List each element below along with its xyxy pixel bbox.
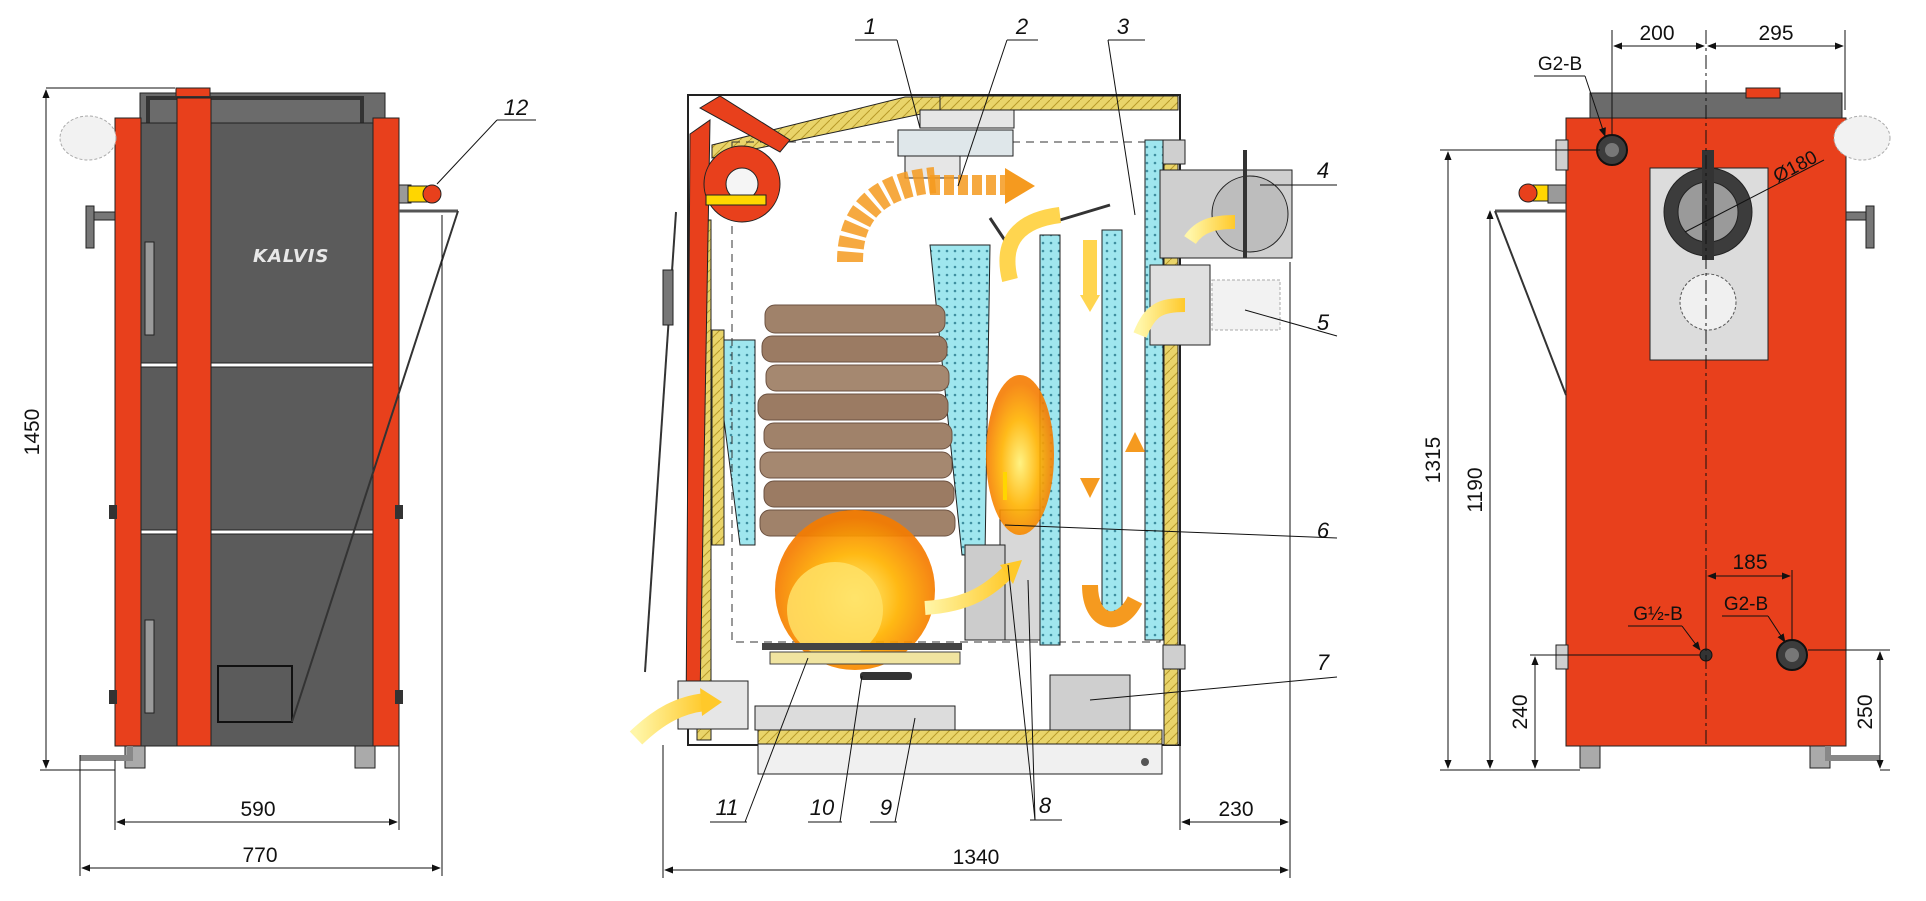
front-upper-door [140, 122, 374, 364]
grate [762, 643, 962, 650]
callout-9: 9 [880, 795, 892, 820]
front-middle-door [140, 366, 374, 531]
callout-2: 2 [1015, 14, 1028, 39]
front-red-stripe [176, 97, 212, 747]
rear-spacing-185: 185 [1732, 551, 1767, 574]
section-view: 1 2 3 4 5 6 7 8 9 10 [629, 14, 1338, 878]
section-callouts: 1 2 3 4 5 6 7 8 9 10 [710, 14, 1338, 823]
regulator-chain [291, 210, 459, 723]
top-damper-box [897, 129, 1014, 157]
front-upper-handle [144, 241, 155, 336]
section-depth-dim: 1340 [953, 846, 1000, 869]
rear-height-240: 240 [1509, 694, 1532, 729]
section-flue-depth-dim: 230 [1218, 798, 1253, 821]
front-lower-handle [144, 619, 155, 714]
callout-10: 10 [810, 795, 835, 820]
rear-height-250: 250 [1854, 694, 1877, 729]
primary-air-arrow [629, 693, 707, 745]
secondary-air-arrow [924, 565, 1015, 615]
rear-inlet-label: G2-B [1724, 594, 1768, 615]
rear-secondary-air-cover [1679, 273, 1737, 331]
callout-12: 12 [504, 95, 528, 120]
rear-dim-200: 200 [1639, 22, 1674, 45]
water-column-2 [1101, 229, 1123, 619]
front-height-dim: 1450 [21, 409, 44, 456]
front-flue-pipe [59, 115, 117, 161]
callout-4: 4 [1317, 158, 1329, 183]
cleaning-hatch [1049, 674, 1131, 731]
front-view: KALVIS 1450 590 770 [21, 87, 536, 876]
wood-stack [757, 304, 956, 537]
callout-6: 6 [1317, 518, 1330, 543]
front-drain-pipe [80, 746, 133, 761]
front-top-handle [146, 96, 364, 125]
callout-8: 8 [1039, 793, 1052, 818]
callout-3: 3 [1117, 14, 1130, 39]
rear-outlet-label: G2-B [1538, 54, 1582, 75]
front-width-outer-dim: 770 [242, 844, 277, 867]
rear-view: 200 295 G2-B Ø180 1315 1190 240 250 185 … [1422, 22, 1891, 771]
callout-11: 11 [716, 795, 739, 820]
callout-1: 1 [864, 14, 876, 39]
front-left-side [114, 117, 142, 747]
front-width-inner-dim: 590 [240, 798, 275, 821]
secondary-flame [986, 375, 1054, 535]
callout-7: 7 [1317, 650, 1330, 675]
brand-logo: KALVIS [253, 246, 329, 267]
rear-drain-label: G½-B [1633, 604, 1683, 625]
callout-5: 5 [1317, 310, 1330, 335]
front-air-inlet [217, 665, 293, 723]
rear-dim-295: 295 [1758, 22, 1793, 45]
rear-height-1315: 1315 [1422, 437, 1445, 484]
secondary-air-inlet [1211, 279, 1281, 331]
rear-height-1190: 1190 [1464, 467, 1487, 512]
gas-flow-arrow-up [837, 167, 937, 263]
section-base [757, 743, 1163, 775]
